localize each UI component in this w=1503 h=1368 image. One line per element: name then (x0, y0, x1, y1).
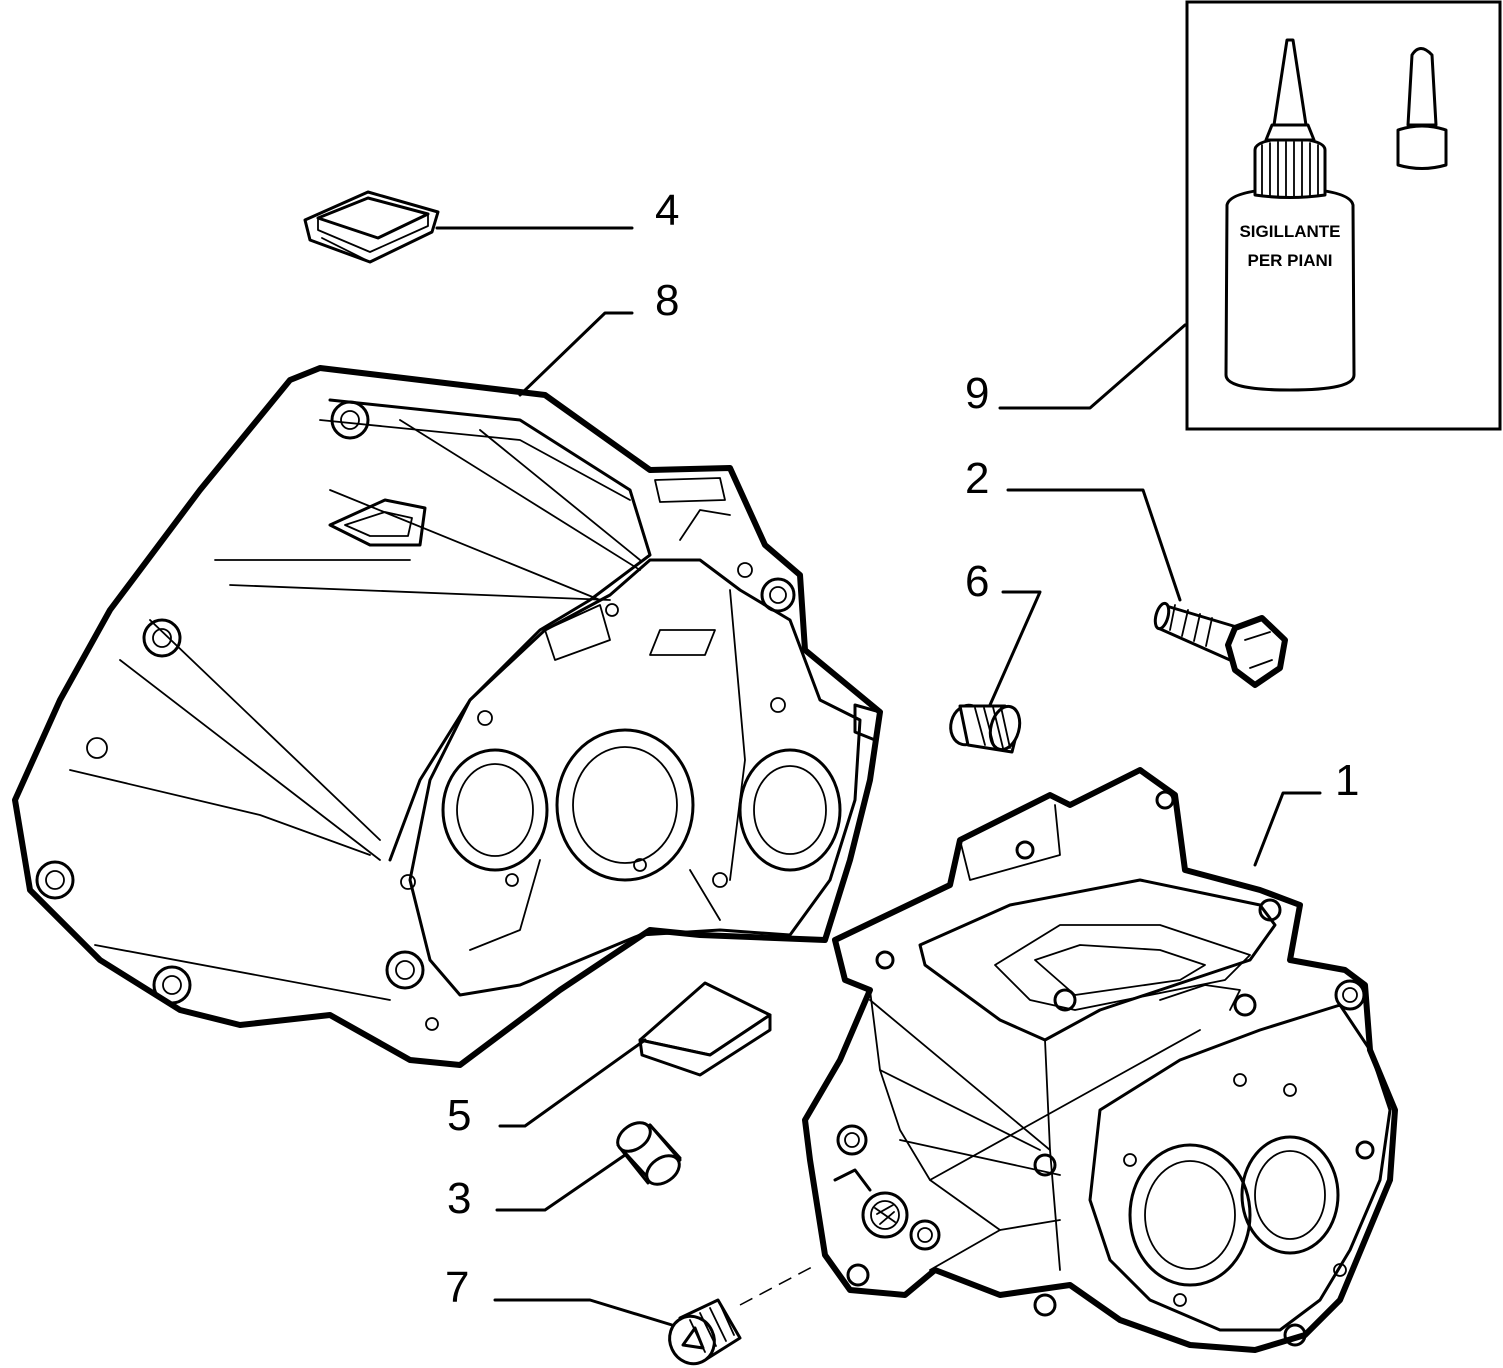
leader-line-7 (493, 1298, 674, 1327)
part-4-square-plug (303, 190, 440, 264)
callout-3: 3 (447, 1174, 471, 1223)
part-8-clutch-housing (12, 365, 883, 1068)
part-3-bushing (616, 1121, 682, 1186)
sealant-bottle-icon (1224, 186, 1356, 392)
leader-line-1 (1253, 791, 1322, 867)
callout-5: 5 (447, 1091, 471, 1140)
part-6-threaded-plug (949, 703, 1022, 754)
leader-line-9 (998, 323, 1187, 410)
callout-1: 1 (1335, 756, 1359, 805)
leader-lines (435, 226, 1322, 1327)
bottle-label-line2: PER PIANI (1247, 251, 1332, 270)
leader-line-2 (1006, 488, 1182, 602)
alignment-dashed-line (739, 1266, 813, 1306)
sealant-cap-icon (1406, 47, 1438, 127)
leader-line-6 (988, 590, 1042, 707)
part-2-bolt (1153, 601, 1288, 688)
leader-line-5 (498, 1038, 647, 1128)
bottle-label-line1: SIGILLANTE (1239, 222, 1340, 241)
leader-line-3 (495, 1153, 627, 1212)
callout-8: 8 (655, 276, 679, 325)
part-9-sealant-box: SIGILLANTE PER PIANI (1185, 0, 1502, 431)
callout-labels: 4 8 9 2 6 1 5 3 7 (445, 186, 1359, 1312)
leader-line-8 (518, 311, 634, 397)
callout-7: 7 (445, 1263, 469, 1312)
callout-2: 2 (965, 454, 989, 503)
part-7-threaded-plug (668, 1298, 742, 1366)
part-1-gearbox-casing (802, 767, 1398, 1353)
part-5-square-pad (638, 981, 772, 1077)
callout-4: 4 (655, 186, 679, 235)
callout-6: 6 (965, 557, 989, 606)
callout-9: 9 (965, 369, 989, 418)
